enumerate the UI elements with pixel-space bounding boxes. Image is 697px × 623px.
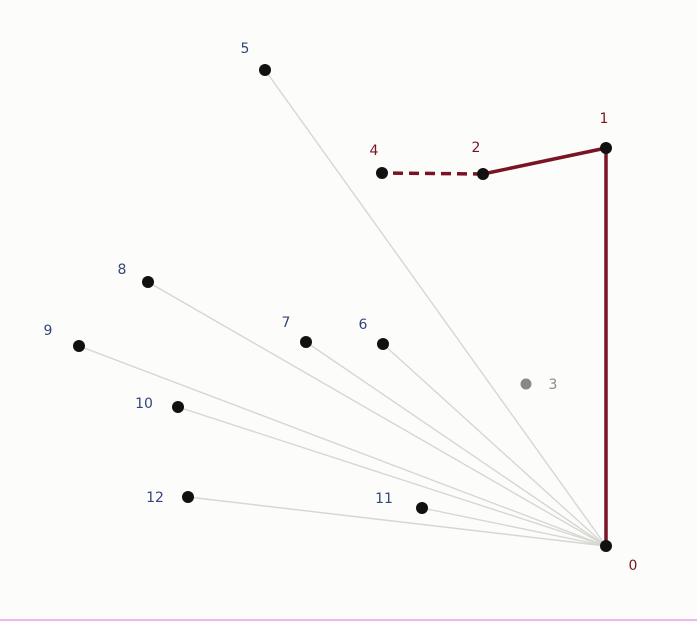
hull-edges <box>381 146 608 546</box>
hull-edge-1-2 <box>482 146 607 176</box>
point-label-8: 8 <box>118 262 127 278</box>
point-label-12: 12 <box>146 490 164 506</box>
point-10 <box>172 401 184 413</box>
page-border <box>0 619 697 621</box>
point-2 <box>477 168 489 180</box>
point-label-4: 4 <box>370 143 379 159</box>
point-label-0: 0 <box>629 558 638 574</box>
ray-0-7 <box>305 341 607 547</box>
point-label-7: 7 <box>282 315 291 331</box>
point-label-9: 9 <box>44 323 53 339</box>
sort-rays <box>78 69 607 547</box>
point-7 <box>300 336 312 348</box>
ray-0-10 <box>177 406 607 547</box>
point-12 <box>182 491 194 503</box>
point-3 <box>520 378 532 390</box>
point-label-5: 5 <box>241 41 250 57</box>
ray-0-8 <box>147 281 607 547</box>
point-9 <box>73 340 85 352</box>
point-label-3: 3 <box>549 377 558 393</box>
ray-0-9 <box>78 345 607 547</box>
ray-0-11 <box>421 507 607 547</box>
point-1 <box>600 142 612 154</box>
point-4 <box>376 167 388 179</box>
points <box>73 64 612 552</box>
ray-0-6 <box>382 343 607 547</box>
point-0 <box>600 540 612 552</box>
point-label-2: 2 <box>472 140 481 156</box>
point-label-10: 10 <box>135 396 153 412</box>
point-8 <box>142 276 154 288</box>
ray-0-5 <box>264 69 607 547</box>
ray-0-12 <box>187 496 607 547</box>
point-5 <box>259 64 271 76</box>
point-6 <box>377 338 389 350</box>
point-label-1: 1 <box>600 111 609 127</box>
point-11 <box>416 502 428 514</box>
point-label-11: 11 <box>375 491 393 507</box>
point-label-6: 6 <box>359 317 368 333</box>
hull-edge-2-4 <box>381 171 484 176</box>
